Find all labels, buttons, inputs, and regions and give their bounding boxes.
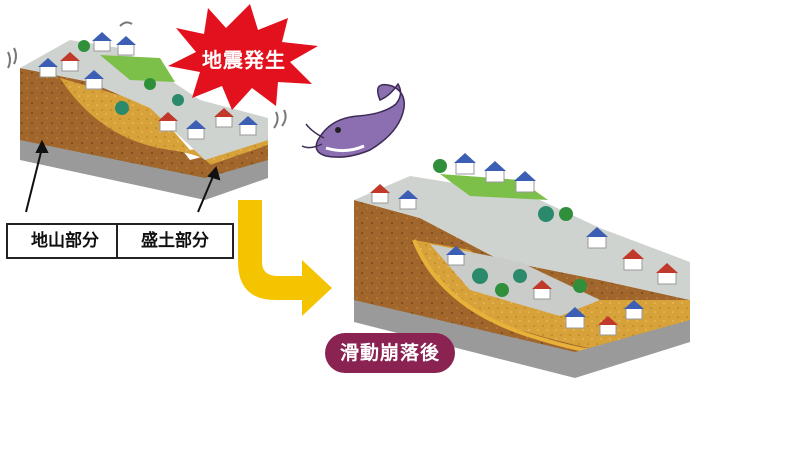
tree-icon	[495, 283, 509, 297]
bedrock-layer	[20, 140, 268, 200]
callout-pointers	[25, 139, 221, 213]
tree-icon	[433, 159, 447, 173]
house-icon	[484, 161, 506, 183]
tree-icon	[144, 78, 156, 90]
house-icon	[186, 120, 206, 140]
catfish-icon	[301, 82, 405, 158]
earthquake-label: 地震発生	[202, 48, 286, 72]
after-grass-strip	[440, 174, 548, 200]
tree-icon	[573, 279, 587, 293]
house-icon	[38, 58, 58, 78]
after-landslide-badge: 滑動崩落後	[325, 333, 455, 373]
house-icon	[532, 280, 552, 300]
tree-icon	[559, 207, 573, 221]
tree-icon	[115, 101, 129, 115]
before-grass-strip	[100, 55, 175, 82]
before-top-surface	[20, 40, 268, 160]
flow-arrow-icon	[238, 200, 332, 316]
house-icon	[656, 263, 678, 285]
earthquake-burst-icon	[168, 4, 318, 110]
shake-marks	[7, 21, 287, 129]
house-icon	[158, 112, 178, 132]
house-icon	[514, 171, 536, 193]
after-top-surface	[354, 176, 690, 300]
tree-icon	[513, 269, 527, 283]
tree-icon	[472, 268, 488, 284]
house-icon	[446, 246, 466, 266]
house-icon	[214, 108, 234, 128]
natural-ground-callout: 地山部分	[6, 223, 124, 259]
house-icon	[598, 316, 618, 336]
house-icon	[564, 307, 586, 329]
house-icon	[84, 70, 104, 90]
tree-icon	[172, 94, 184, 106]
before-terrain-block	[7, 21, 287, 200]
house-icon	[454, 153, 476, 175]
after-slip-surface	[412, 239, 601, 354]
house-icon	[92, 32, 112, 52]
before-houses	[38, 32, 258, 140]
house-icon	[116, 36, 136, 56]
house-icon	[622, 249, 644, 271]
after-bedrock-layer	[354, 300, 690, 378]
house-icon	[370, 184, 390, 204]
house-icon	[60, 52, 80, 72]
house-icon	[586, 227, 608, 249]
tree-icon	[538, 206, 554, 222]
after-houses	[370, 153, 678, 336]
tree-icon	[78, 40, 90, 52]
house-icon	[238, 116, 258, 136]
house-icon	[624, 300, 644, 320]
house-icon	[398, 190, 418, 210]
fill-ground-callout: 盛土部分	[116, 223, 234, 259]
